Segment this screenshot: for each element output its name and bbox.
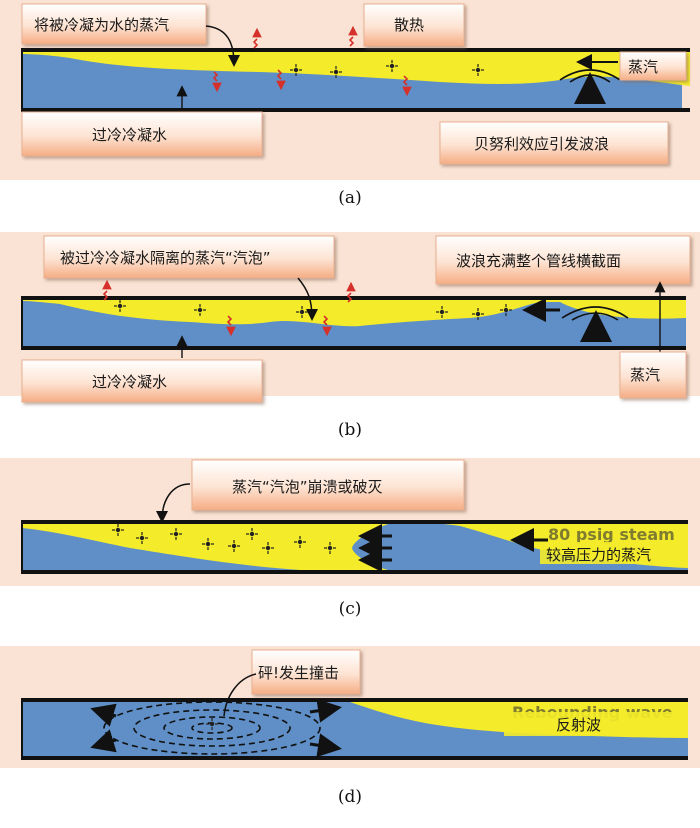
- panel-b: 被过冷冷凝水隔离的蒸汽“汽泡” 波浪充满整个管线横截面 过冷冷凝水 蒸汽: [0, 232, 700, 403]
- panel-d: Rebounding wave 反射波 砰!发生撞击: [0, 646, 700, 768]
- caption-a: (a): [338, 188, 361, 208]
- label-reflected-wave: 反射波: [556, 716, 601, 734]
- label-subcooled-water: 过冷冷凝水: [92, 126, 167, 144]
- callout-condensed-steam: [21, 3, 207, 45]
- panel-a: 将被冷凝为水的蒸汽 散热 蒸汽 过冷冷凝水 贝努利效应引发波浪: [0, 0, 700, 180]
- callout-steam-b: [619, 351, 687, 399]
- label-bang: 砰!发生撞击: [258, 664, 339, 682]
- callout-wave-fills: [435, 235, 691, 285]
- callout-subcooled-water: [21, 111, 263, 157]
- label-bubble-collapse: 蒸汽“汽泡”崩溃或破灭: [232, 478, 383, 496]
- pipe-b: [21, 296, 686, 350]
- callout-steam: [619, 51, 687, 81]
- label-steam: 蒸汽: [628, 58, 658, 76]
- wave-arc-icon: [559, 69, 621, 104]
- callout-heat: [363, 3, 465, 47]
- callout-bubble-collapse: [191, 459, 465, 511]
- steam-layer: [22, 300, 686, 327]
- label-subcooled-water-b: 过冷冷凝水: [92, 373, 167, 391]
- steam-bubble-region: [22, 524, 388, 570]
- callout-bernoulli-wave: [439, 121, 669, 165]
- label-bernoulli-wave: 贝努利效应引发波浪: [474, 135, 609, 153]
- shockwave-icon: [103, 701, 321, 755]
- callout-subcooled-water-b: [21, 359, 263, 403]
- label-isolated-bubble: 被过冷冷凝水隔离的蒸汽“汽泡”: [60, 249, 271, 267]
- caption-b: (b): [338, 420, 362, 440]
- label-condensed-steam: 将被冷凝为水的蒸汽: [34, 16, 169, 34]
- label-higher-pressure: 较高压力的蒸汽: [546, 546, 651, 564]
- label-steam-b: 蒸汽: [630, 366, 660, 384]
- panel-c: 80 psig steam 蒸汽“汽泡”崩溃或破灭 较高压力的蒸汽: [0, 458, 700, 586]
- caption-d: (d): [338, 787, 362, 807]
- label-heat: 散热: [394, 16, 424, 34]
- callout-bang: [251, 649, 361, 695]
- callout-isolated-bubble: [43, 235, 335, 279]
- steam-layer: [22, 52, 690, 86]
- caption-c: (c): [339, 599, 362, 619]
- wave-arc-icon: [561, 306, 629, 342]
- label-wave-fills: 波浪充满整个管线横截面: [456, 252, 621, 270]
- ghost-text-c: 80 psig steam: [548, 525, 675, 544]
- flow-arrow-icon: [358, 524, 548, 572]
- flow-arrow-icon: [90, 698, 342, 758]
